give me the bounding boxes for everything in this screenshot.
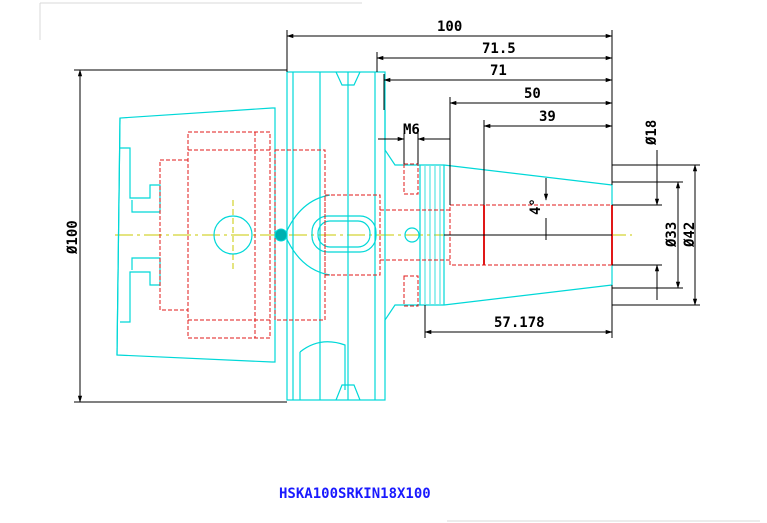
dimension-lines xyxy=(74,30,700,403)
part-number-caption: HSKA100SRKIN18X100 xyxy=(279,486,431,502)
dim-dia-18: Ø18 xyxy=(644,120,660,146)
dim-thread: M6 xyxy=(403,122,420,138)
dim-71: 71 xyxy=(490,63,507,79)
tool-holder-outline xyxy=(116,71,613,401)
dim-taper-angle: 4° xyxy=(528,198,544,215)
dim-dia-100: Ø100 xyxy=(65,220,81,255)
dim-71-5: 71.5 xyxy=(482,41,516,57)
dim-50: 50 xyxy=(524,86,541,102)
dim-taper-length: 57.178 xyxy=(494,315,545,331)
dim-overall-length: 100 xyxy=(437,19,462,35)
page-border xyxy=(39,2,760,522)
dim-39: 39 xyxy=(539,109,556,125)
dim-dia-33: Ø33 xyxy=(664,222,680,248)
drive-hole xyxy=(213,215,253,255)
coolant-port xyxy=(274,228,288,242)
dim-dia-42: Ø42 xyxy=(682,222,698,248)
